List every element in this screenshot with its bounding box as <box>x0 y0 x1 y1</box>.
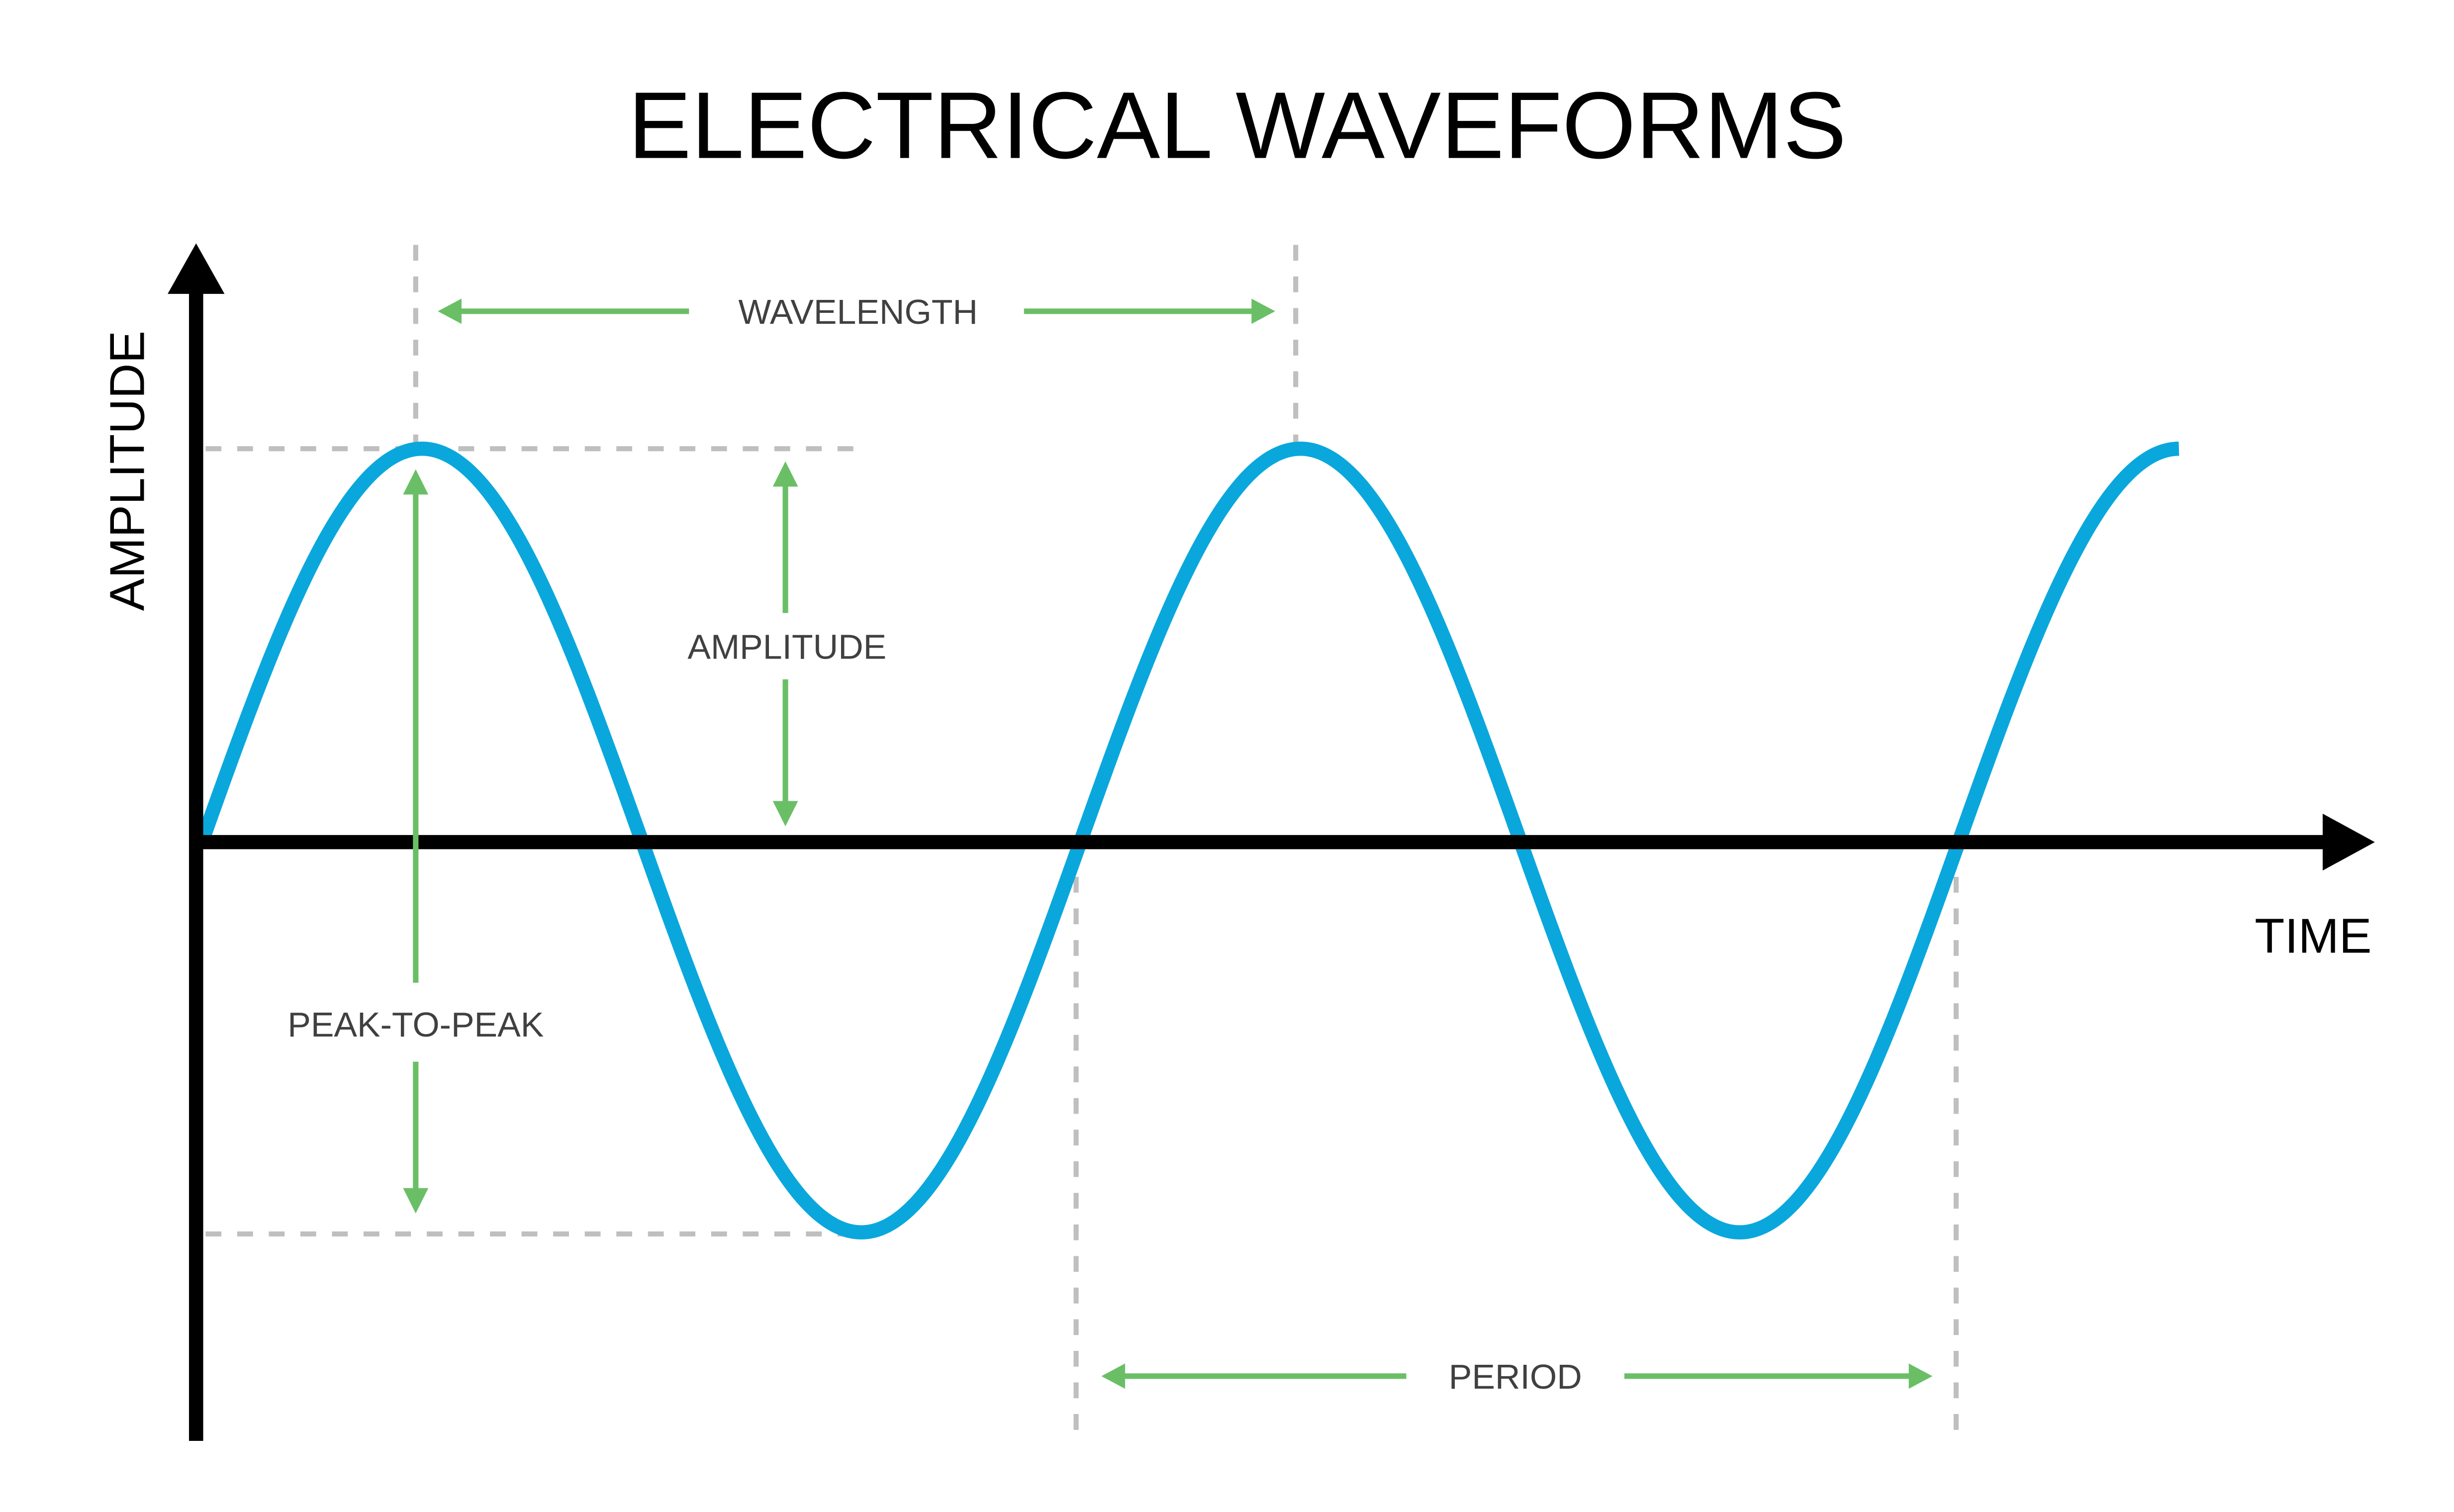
peak-to-peak-arrowhead-down-icon <box>403 1188 429 1214</box>
wavelength-arrowhead-right-icon <box>1251 298 1275 324</box>
y-axis-label: AMPLITUDE <box>99 331 154 611</box>
amplitude-arrowhead-up-icon <box>772 461 798 487</box>
peak-to-peak-arrowhead-up-icon <box>403 469 429 495</box>
peak-to-peak-label: PEAK-TO-PEAK <box>287 1005 544 1044</box>
period-label: PERIOD <box>1449 1357 1582 1396</box>
sine-wave-line <box>195 441 2179 1240</box>
wavelength-arrowhead-left-icon <box>438 298 462 324</box>
x-axis-arrow-icon <box>2322 813 2375 871</box>
y-axis-arrow-icon <box>168 243 225 294</box>
amplitude-label: AMPLITUDE <box>687 628 886 666</box>
amplitude-arrowhead-down-icon <box>772 801 798 827</box>
period-arrowhead-right-icon <box>1908 1363 1933 1389</box>
wavelength-label: WAVELENGTH <box>739 292 978 331</box>
chart-title: ELECTRICAL WAVEFORMS <box>628 73 1847 179</box>
x-axis-label: TIME <box>2255 908 2371 963</box>
period-arrowhead-left-icon <box>1101 1363 1126 1389</box>
